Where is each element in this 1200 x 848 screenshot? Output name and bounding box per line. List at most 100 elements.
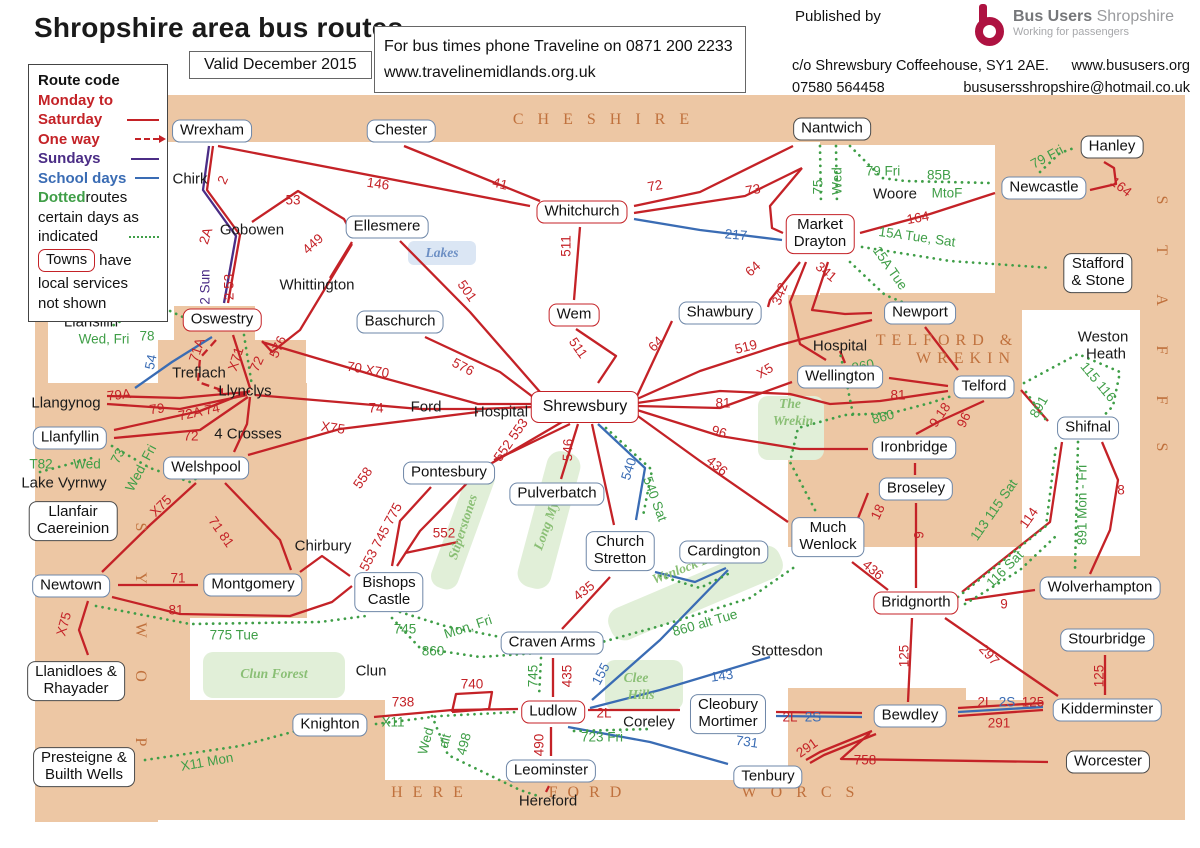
route-line — [224, 482, 293, 571]
route-label-18: 18 — [867, 501, 888, 522]
place-label-hereford: Hereford — [518, 792, 578, 810]
area-label-clun-forest: Clun Forest — [240, 666, 308, 681]
route-label-x71: X71 — [224, 345, 247, 373]
route-label-2a: 2A — [196, 225, 216, 247]
route-line — [1024, 390, 1048, 422]
route-label-553-745-775: 553 745 775 — [356, 500, 406, 574]
route-line — [766, 261, 801, 308]
county-label: TELFORD & — [875, 332, 1019, 349]
route-label-731: 731 — [734, 732, 760, 751]
route-label-501: 501 — [454, 277, 480, 305]
route-line — [134, 336, 213, 389]
legend-routes-word: routes — [85, 189, 128, 206]
town-ludlow: Ludlow — [521, 700, 585, 724]
county-label: W — [132, 622, 149, 638]
route-line — [450, 690, 494, 714]
route-label-552: 552 — [432, 525, 456, 541]
route-label-115-116: 115 116 — [1077, 359, 1119, 405]
published-by-label: Published by — [795, 8, 881, 25]
route-line — [390, 486, 432, 567]
route-label-738: 738 — [391, 694, 415, 710]
route-label-53: 53 — [285, 192, 301, 208]
place-label-4-crosses: 4 Crosses — [214, 425, 282, 443]
area-label-wrekin: Wrekin — [772, 413, 814, 428]
town-broseley: Broseley — [878, 477, 954, 501]
route-label-x75: X75 — [320, 418, 346, 437]
town-llanfyllin: Llanfyllin — [32, 426, 108, 450]
route-label-860: 860 — [870, 406, 896, 427]
county-label: F — [1153, 395, 1170, 405]
county-label: T — [1153, 245, 1170, 255]
route-line — [1073, 440, 1080, 572]
route-line — [424, 335, 534, 398]
route-line — [1022, 352, 1122, 428]
contact-phone: 07580 564458 — [792, 80, 885, 96]
route-label-64: 64 — [742, 258, 764, 280]
route-label-116-sat: 116 Sat — [983, 547, 1027, 591]
logo-name-bold: Bus Users — [1013, 8, 1093, 25]
route-label-73: 73 — [107, 445, 128, 467]
route-line — [38, 456, 94, 474]
route-line — [888, 376, 949, 388]
route-label-291: 291 — [793, 735, 821, 761]
route-label-576: 576 — [449, 354, 477, 379]
route-label-79a: 79A — [106, 386, 132, 404]
route-label-96: 96 — [709, 422, 729, 442]
town-newtown: Newtown — [32, 574, 110, 598]
legend-certain-days: certain days as — [38, 208, 139, 226]
contact-row-1: c/o Shrewsbury Coffeehouse, SY1 2AE. www… — [792, 58, 1190, 74]
route-line — [906, 617, 914, 703]
route-line — [106, 393, 248, 411]
legend-dotted: Dotted — [38, 189, 86, 206]
legend-indicated: indicated — [38, 228, 99, 245]
route-label-x11-mon: X11 Mon — [179, 749, 235, 774]
route-label-wed: Wed — [414, 725, 437, 757]
route-label-70-x70: 70 X70 — [345, 358, 391, 381]
route-label-758: 758 — [853, 752, 877, 768]
place-label-weston: Weston — [1077, 328, 1129, 346]
route-label-860-alt-tue: 860 alt Tue — [670, 606, 740, 640]
route-label-81: 81 — [890, 387, 906, 403]
route-label-71: 71 — [170, 570, 186, 586]
route-label-891-mon-fri: 891 Mon - Fri — [1074, 464, 1090, 546]
route-label-576: 576 — [266, 333, 290, 361]
legend-not-shown: not shown — [38, 294, 107, 312]
route-label-2l: 2L — [782, 709, 798, 725]
route-line — [944, 617, 1059, 697]
route-label-x75: X75 — [147, 492, 175, 520]
route-line — [768, 167, 803, 235]
route-line — [633, 144, 794, 208]
route-line — [143, 729, 298, 762]
route-line — [956, 444, 1058, 599]
town-newcastle: Newcastle — [1001, 176, 1087, 200]
place-label-stottesdon: Stottesdon — [751, 642, 823, 660]
route-label-8: 8 — [1117, 482, 1125, 498]
town-telford: Telford — [953, 375, 1015, 399]
school-line-swatch — [135, 177, 159, 180]
route-label-435: 435 — [559, 664, 575, 688]
route-label-436: 436 — [859, 556, 887, 583]
route-line — [775, 710, 863, 715]
route-label-9: 9 — [1000, 596, 1008, 612]
route-label-342: 342 — [768, 280, 791, 308]
route-label-740: 740 — [460, 676, 484, 692]
map-region — [788, 688, 966, 782]
valid-date-box: Valid December 2015 — [189, 51, 372, 79]
town-wem: Wem — [548, 303, 600, 327]
route-line — [604, 426, 654, 518]
route-label-72a-74: 72A 74 — [176, 400, 222, 424]
county-label: S — [1153, 442, 1170, 452]
town-cardington: Cardington — [679, 540, 769, 564]
route-line — [205, 145, 242, 304]
route-line — [1088, 441, 1120, 575]
route-label-wed-fri: Wed, Fri — [78, 331, 130, 347]
route-label-860: 860 — [421, 643, 445, 659]
route-label-73: 73 — [744, 181, 762, 199]
route-line — [775, 714, 863, 719]
town-bridgnorth: Bridgnorth — [873, 591, 959, 615]
route-label-125: 125 — [1091, 664, 1107, 688]
route-line — [589, 655, 771, 710]
